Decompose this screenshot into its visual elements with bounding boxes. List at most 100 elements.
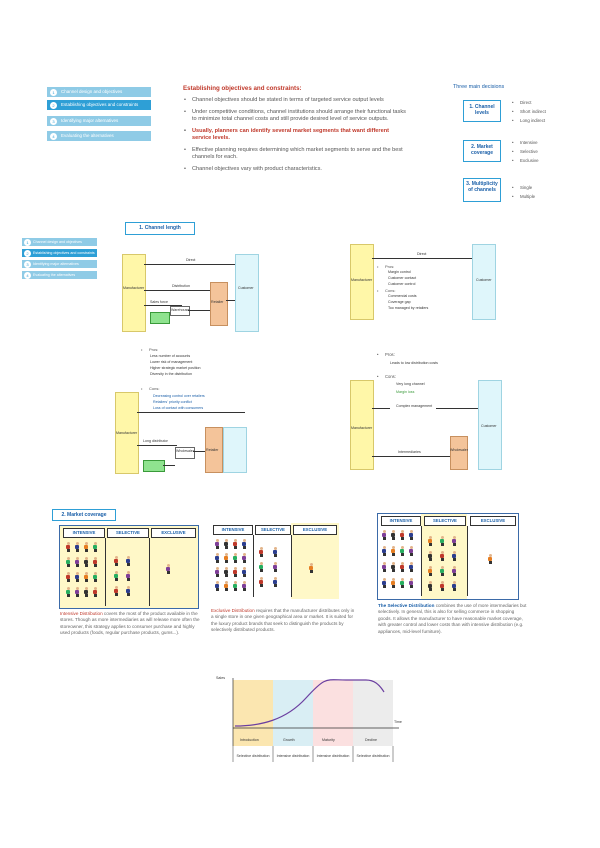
cons-label: Cons: [376,374,486,379]
stage-label: Growth [283,738,295,742]
person-figure [428,566,432,576]
con-item: Very long channel [396,382,425,386]
person-figure [233,539,237,549]
decision-option: Multiple [511,193,563,200]
lifecycle-svg [216,670,406,780]
person-figure [66,557,70,567]
decision-options-2: Intensive Selective Exclusive [511,139,563,166]
person-figure [126,571,130,581]
person-figure [259,547,263,557]
con-item: Commercial costs [388,294,417,298]
manufacturer-label: Manufacturer [123,286,144,290]
person-figure [391,578,395,588]
green-box [143,460,165,472]
person-figure [126,556,130,566]
person-figure [233,581,237,591]
person-figure [382,530,386,540]
decision-box-2: 2. Market coverage [463,140,501,162]
decision-option: Long indirect [511,117,563,124]
person-figure [93,557,97,567]
person-figure [259,577,263,587]
retailer-label: Retailer [206,448,218,452]
manufacturer-box [350,380,374,470]
decision-label: 1. Channel levels [469,104,494,116]
pro-item: Diversity in the distribution [150,372,192,376]
strategy-label: Selective distribution [356,754,390,758]
pros-label: Pros: [376,352,486,357]
person-figure [242,581,246,591]
coverage-panel-2: INTENSIVE SELECTIVE EXCLUSIVE [210,522,340,600]
person-figure [224,567,228,577]
nav-num: 2 [50,102,57,109]
nav-label: Establishing objectives and constraints [33,251,95,255]
con-item: Retailers' priority conflict [153,400,192,404]
decision-options-1: Direct Short indirect Long indirect [511,99,563,126]
caption-lead: Intensive Distribution [60,611,103,616]
strategy-label: Intensive distribution [316,754,350,758]
stage-label: Maturity [322,738,335,742]
decision-options-3: Single Multiple [511,184,563,202]
y-axis-label: Sales [216,676,225,680]
customer-box [235,254,259,332]
objectives-list: Channel objectives should be stated in t… [183,97,408,173]
person-figure [309,563,313,573]
nav-label: Evaluating the alternatives [61,133,114,138]
people-intensive [60,526,198,608]
person-figure [215,581,219,591]
wholesaler-label: Wholesaler [176,449,194,453]
green-box [150,312,170,324]
person-figure [75,557,79,567]
retailer-label: Retailer [211,300,223,304]
person-figure [488,554,492,564]
person-figure [224,581,228,591]
person-figure [409,546,413,556]
top-label: Direct [417,252,426,256]
objectives-section: Establishing objectives and constraints:… [183,85,408,178]
person-figure [114,586,118,596]
strategy-label: Intensive distribution [276,754,310,758]
person-figure [215,567,219,577]
decision-box-1: 1. Channel levels [463,100,501,122]
person-figure [233,553,237,563]
diagram-direct-1: Manufacturer Customer Direct Distributio… [122,250,267,335]
nav-num: 3 [50,118,57,125]
person-figure [400,530,404,540]
people-exclusive [211,523,339,599]
person-figure [440,551,444,561]
people-selective [378,514,518,599]
market-coverage-title: 2. Market coverage [52,509,116,521]
decision-option: Direct [511,99,563,106]
person-figure [382,546,386,556]
person-figure [84,572,88,582]
nav-label: Channel design and objectives [33,240,82,244]
diagram-direct-2: Manufacturer Customer Direct Pros: Margi… [350,244,500,329]
decision-option: Selective [511,148,563,155]
coverage-caption-exclusive: Exclusive Distribution requires that the… [211,608,356,634]
person-figure [273,562,277,572]
pros-list: Pros: [140,347,240,353]
pro-item: Customer contact [388,276,416,280]
customer-label: Customer [476,278,492,282]
nav-label: Evaluating the alternatives [33,273,75,277]
nav-label: Identifying major alternatives [33,262,79,266]
pro-item: Margin control [388,270,411,274]
con-item: Complex management [396,404,432,408]
customer-box [472,244,496,320]
caption-lead: The Selective Distribution [378,603,434,608]
decision-option: Short indirect [511,108,563,115]
pro-item: Higher strategic market position [150,366,201,370]
customer-label: Customer [481,424,497,428]
diagram-indirect-short: Pros: Less number of accounts Lower risk… [115,347,245,477]
channel-length-title: 1. Channel length [125,222,195,235]
objectives-heading: Establishing objectives and constraints: [183,85,408,92]
manufacturer-label: Manufacturer [116,431,137,435]
coverage-caption-selective: The Selective Distribution combines the … [378,603,528,635]
